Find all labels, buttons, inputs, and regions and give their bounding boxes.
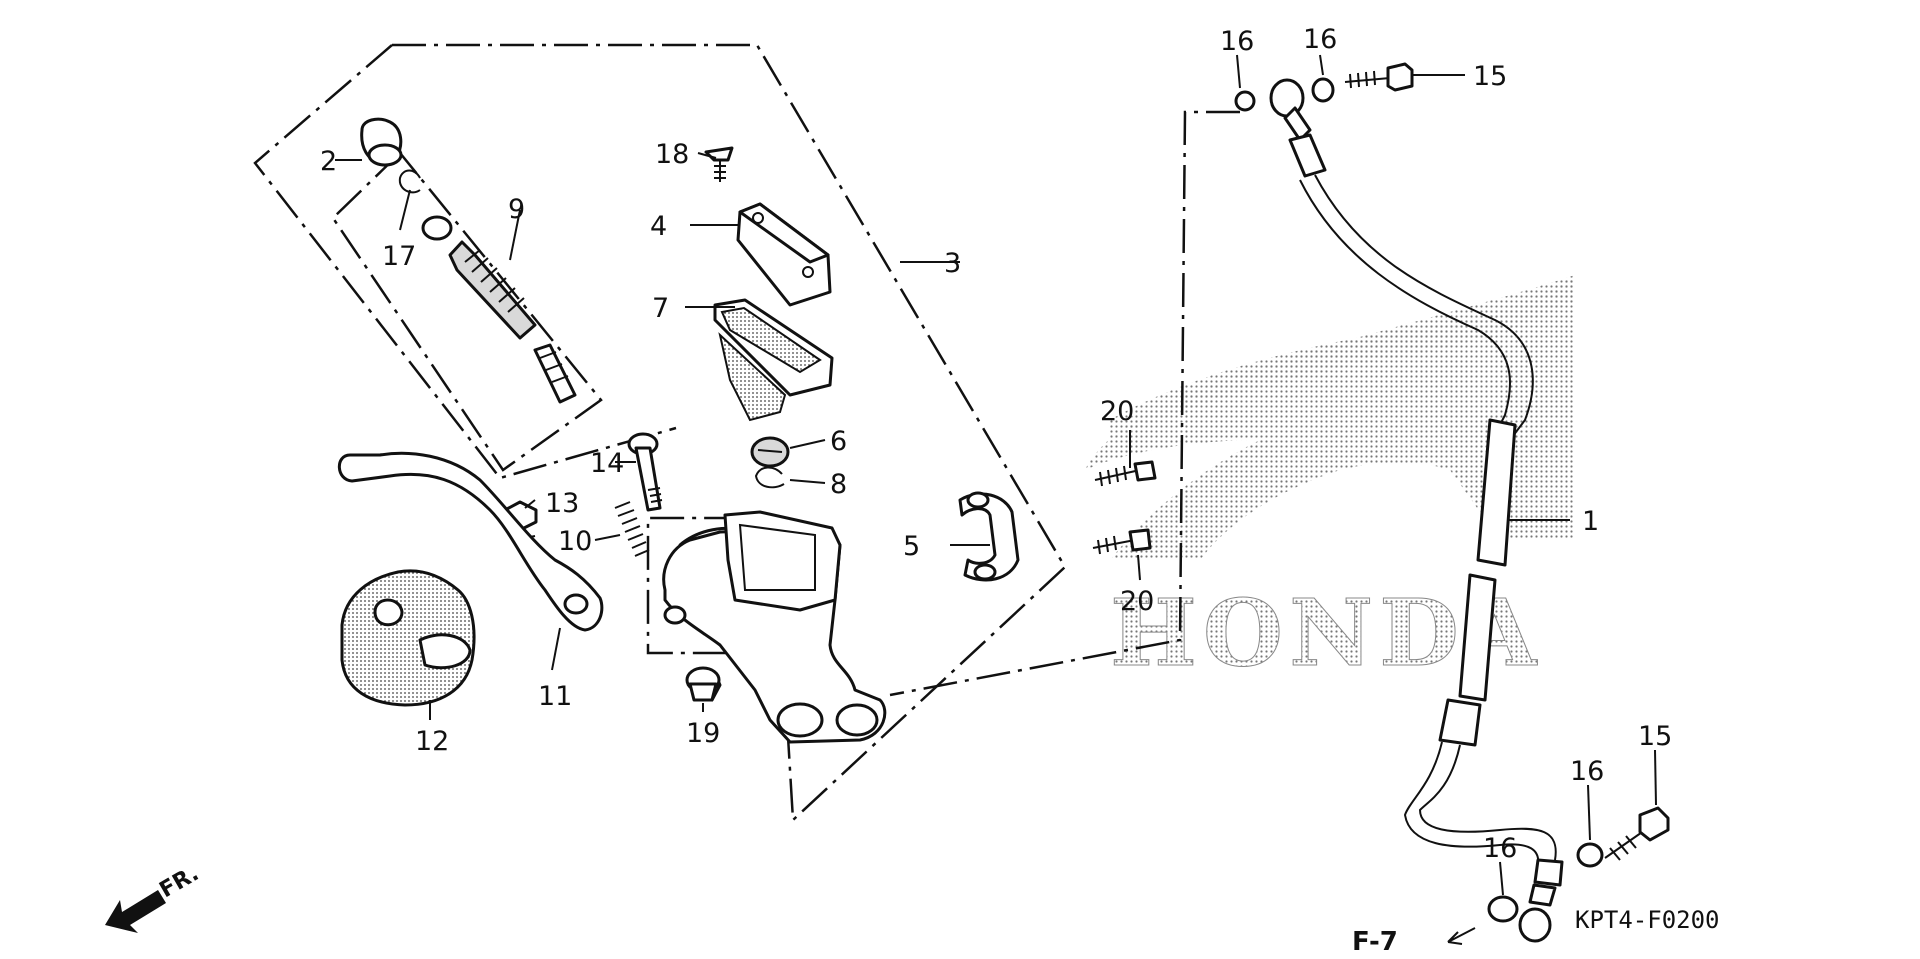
callout-4: 4 <box>650 211 667 242</box>
callout-20-lower: 20 <box>1120 586 1154 617</box>
spring-part <box>614 501 650 557</box>
callout-1: 1 <box>1582 506 1599 537</box>
reference-label: F-7 <box>1352 927 1398 957</box>
callout-16-d: 16 <box>1483 833 1517 864</box>
front-label: FR. <box>156 861 204 903</box>
callout-17: 17 <box>382 241 416 272</box>
screw-18-part <box>704 146 734 182</box>
callout-20-upper: 20 <box>1100 396 1134 427</box>
callout-15-upper: 15 <box>1473 61 1507 92</box>
reference-arrow-icon <box>1447 927 1476 945</box>
callout-7: 7 <box>652 293 669 324</box>
banjo-bolt-upper-part <box>1344 62 1414 92</box>
callout-10: 10 <box>558 526 592 557</box>
callout-13: 13 <box>545 488 579 519</box>
clutch-lever-part <box>337 451 604 632</box>
switch-housing-part <box>340 569 476 707</box>
ring-8-part <box>754 466 785 489</box>
reservoir-cap-part <box>736 202 832 307</box>
plate-6-part <box>750 436 790 468</box>
hose-part <box>1234 77 1604 943</box>
callout-12: 12 <box>415 726 449 757</box>
callout-16-b: 16 <box>1303 24 1337 55</box>
callout-3: 3 <box>944 248 961 279</box>
holder-part <box>958 491 1020 582</box>
piston-set-part <box>421 215 577 404</box>
circlip-part <box>398 169 421 194</box>
diaphragm-part <box>713 298 834 422</box>
honda-wing-watermark: HONDA <box>1085 275 1575 688</box>
bolt-20-upper-part <box>1094 460 1157 487</box>
bolt-20-lower-part <box>1092 528 1152 555</box>
piston-set-9-boundary <box>331 151 603 472</box>
callout-6: 6 <box>830 426 847 457</box>
reference-indicator: F-7 <box>1352 927 1476 957</box>
assembly-2-boundary <box>253 44 677 480</box>
callout-11: 11 <box>538 681 572 712</box>
dust-boot-part <box>360 117 403 167</box>
callout-labels: 1 2 3 4 5 6 7 8 9 10 11 12 13 14 15 15 1… <box>320 24 1672 864</box>
banjo-bolt-lower-part <box>1604 806 1670 861</box>
callout-8: 8 <box>830 469 847 500</box>
callout-16-a: 16 <box>1220 26 1254 57</box>
front-arrow-icon <box>105 890 166 933</box>
callout-19: 19 <box>686 718 720 749</box>
callout-18: 18 <box>655 139 689 170</box>
callout-9: 9 <box>508 194 525 225</box>
leader-lines <box>335 54 1657 896</box>
front-direction-indicator: FR. <box>105 861 203 933</box>
callout-2: 2 <box>320 146 337 177</box>
callout-5: 5 <box>903 531 920 562</box>
callout-14: 14 <box>590 448 624 479</box>
pivot-bolt-part <box>627 432 663 512</box>
master-cylinder-part <box>662 510 887 744</box>
callout-15-lower: 15 <box>1638 721 1672 752</box>
hose-set-boundary <box>889 110 1240 697</box>
cap-19-part <box>685 666 721 702</box>
callout-16-c: 16 <box>1570 756 1604 787</box>
drawing-code: KPT4-F0200 <box>1575 906 1720 934</box>
